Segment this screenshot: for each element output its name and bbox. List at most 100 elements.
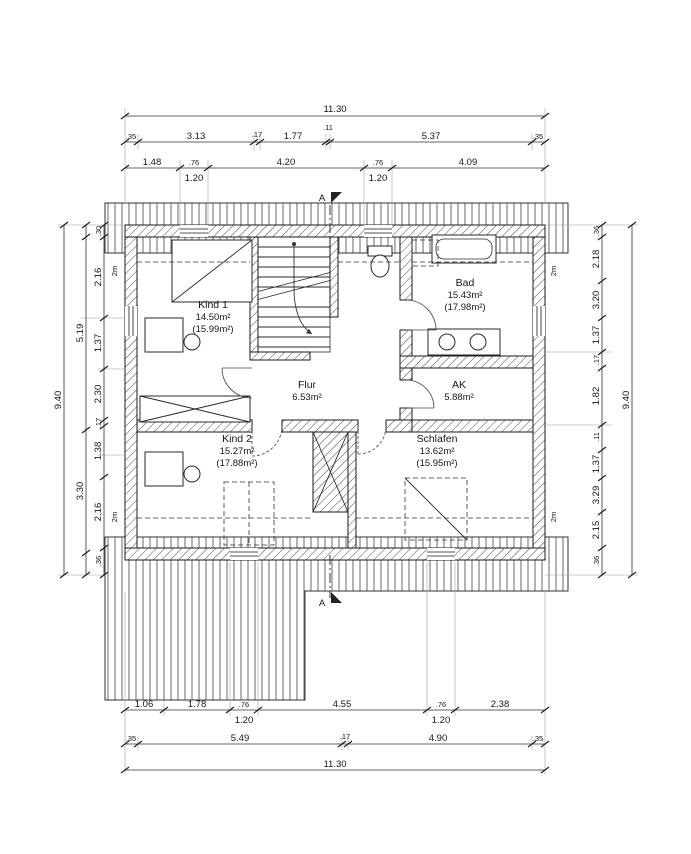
kind1-wardrobe — [139, 395, 251, 423]
svg-text:Flur: Flur — [298, 379, 317, 391]
dim: 3.29 — [591, 486, 602, 505]
dim: .17 — [340, 732, 350, 741]
interior-walls — [136, 236, 534, 549]
svg-text:(15.95m²): (15.95m²) — [416, 458, 457, 469]
wall-west — [124, 236, 138, 549]
dim-left-overall: 9.40 — [53, 391, 64, 410]
window-north-1 — [180, 225, 208, 237]
kind2-chair — [183, 465, 201, 483]
dim: .17 — [94, 418, 103, 428]
section-label-top: A — [319, 193, 326, 204]
height-line-label: 2m — [549, 512, 558, 522]
dim-window-height: 1.20 — [432, 715, 451, 726]
dim: 3.20 — [591, 291, 602, 310]
dim: 4.90 — [429, 733, 448, 744]
door-bad — [405, 299, 437, 331]
wall-bad-left-upper — [399, 236, 413, 301]
room-label-flur: Flur 6.53m² — [292, 379, 322, 403]
knee-wall-dashed-lines — [137, 261, 533, 519]
svg-text:5.88m²: 5.88m² — [444, 392, 474, 403]
dim: .76 — [436, 700, 446, 709]
window-south-1 — [230, 548, 258, 560]
dim: 5.49 — [231, 733, 250, 744]
svg-text:13.62m²: 13.62m² — [420, 446, 455, 457]
svg-text:AK: AK — [452, 379, 466, 391]
dim: .36 — [592, 556, 601, 566]
dim: 1.48 — [143, 157, 162, 168]
wall-south — [124, 547, 546, 561]
dim: 1.77 — [284, 131, 303, 142]
svg-text:15.27m²: 15.27m² — [220, 446, 255, 457]
wall-ak-left-upper — [399, 367, 413, 381]
svg-text:15.43m²: 15.43m² — [448, 290, 483, 301]
dim: .35 — [533, 132, 543, 141]
dim: 3.30 — [75, 482, 86, 501]
svg-text:6.53m²: 6.53m² — [292, 392, 322, 403]
dimensions-right: .36 2.18 3.20 1.37 .17 1.82 .11 1.37 3.2… — [549, 221, 637, 579]
kind2-desk — [144, 451, 201, 487]
dimensions-left: 9.40 5.19 3.30 .30 2.16 1.37 2.30 .17 1.… — [53, 221, 119, 579]
dim: 2.16 — [93, 268, 104, 287]
dim: 1.37 — [93, 334, 104, 353]
bad-double-sink — [427, 328, 501, 356]
bad-shower — [411, 239, 439, 267]
dim: .35 — [126, 734, 136, 743]
window-west — [125, 306, 137, 336]
dim: .36 — [592, 226, 601, 236]
height-line-label: 2m — [549, 266, 558, 276]
height-line-label: 2m — [110, 266, 119, 276]
kind1-desk — [144, 317, 201, 353]
section-arrow-bottom-icon — [331, 592, 342, 603]
dim-bottom-overall: 11.30 — [323, 759, 346, 770]
dim: 1.37 — [591, 326, 602, 345]
wall-ak-schlafen — [411, 419, 534, 433]
dim: 1.78 — [188, 699, 207, 710]
windows — [125, 225, 545, 560]
bad-bathtub — [431, 234, 497, 264]
svg-text:(17.88m²): (17.88m²) — [216, 458, 257, 469]
wall-stair-bottom — [249, 351, 311, 361]
room-label-schlafen: Schlafen 13.62m² (15.95m²) — [416, 433, 457, 469]
room-labels: Kind 1 14.50m² (15.99m²) Bad 15.43m² (17… — [192, 277, 485, 469]
wall-kind2-schlafen — [347, 431, 357, 549]
room-label-kind1: Kind 1 14.50m² (15.99m²) — [192, 299, 233, 335]
dim: .11 — [592, 432, 601, 442]
dim: 2.18 — [591, 250, 602, 269]
section-markers: A A — [319, 192, 342, 609]
wall-ak-left-lower — [399, 407, 413, 421]
wall-flur-south — [281, 419, 359, 433]
dim-right-overall: 9.40 — [621, 391, 632, 410]
dim: 1.82 — [591, 387, 602, 406]
dim: 2.38 — [491, 699, 510, 710]
height-line-label: 2m — [110, 512, 119, 522]
kind1-bed — [171, 239, 253, 303]
window-north-2 — [364, 225, 392, 237]
dim-window-height: 1.20 — [235, 715, 254, 726]
svg-text:(17.98m²): (17.98m²) — [444, 302, 485, 313]
dim: 1.38 — [93, 442, 104, 461]
room-label-kind2: Kind 2 15.27m² (17.88m²) — [216, 433, 257, 469]
dim: 3.13 — [187, 131, 206, 142]
wall-stair-right — [329, 236, 339, 318]
section-label-bottom: A — [319, 598, 326, 609]
dim: 2.15 — [591, 521, 602, 540]
dim: .11 — [323, 123, 333, 132]
window-east — [533, 306, 545, 336]
roof-hatch-bottom — [104, 536, 569, 701]
room-label-bad: Bad 15.43m² (17.98m²) — [444, 277, 485, 313]
dim: 1.06 — [135, 699, 154, 710]
svg-text:Kind 1: Kind 1 — [198, 299, 228, 311]
bad-wc — [367, 245, 393, 278]
chimney-cross — [312, 431, 349, 513]
dim: 4.09 — [459, 157, 478, 168]
wall-east — [532, 236, 546, 549]
door-kind1 — [221, 367, 253, 399]
svg-text:14.50m²: 14.50m² — [196, 312, 231, 323]
dim: 5.19 — [75, 324, 86, 343]
dim: .17 — [592, 355, 601, 365]
dim: 5.37 — [422, 131, 441, 142]
kind1-chair — [183, 333, 201, 351]
svg-text:Bad: Bad — [456, 277, 475, 289]
dim: .30 — [94, 226, 103, 236]
